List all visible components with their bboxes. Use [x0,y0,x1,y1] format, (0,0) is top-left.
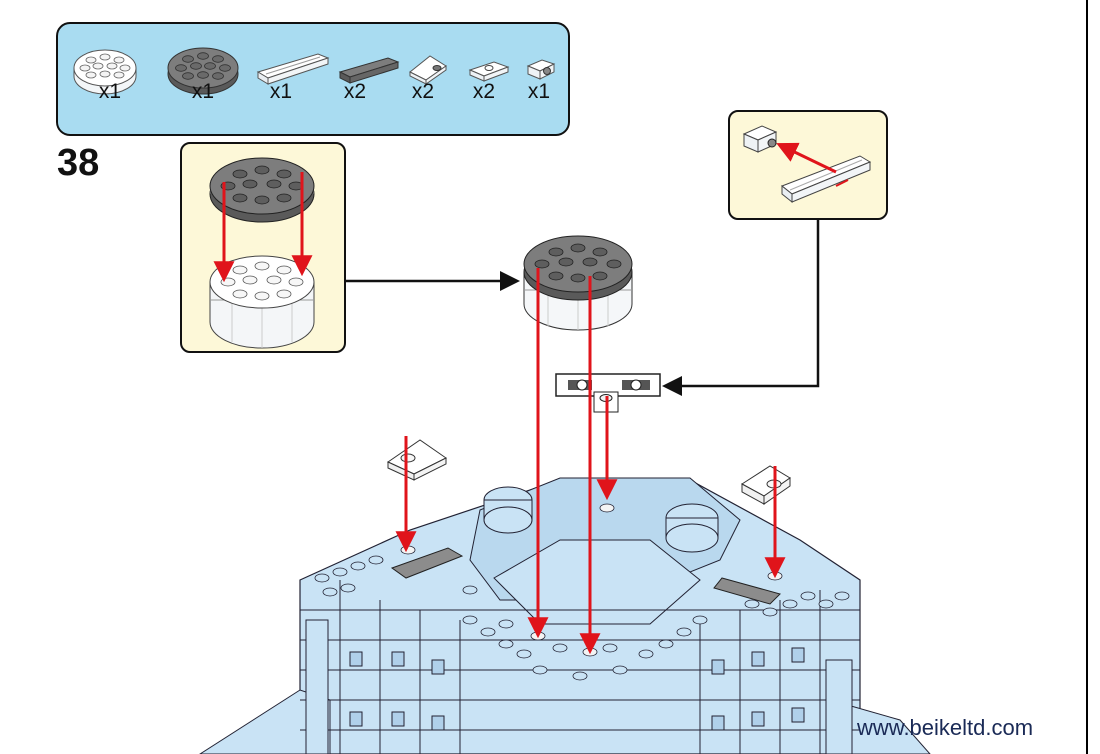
bracket-plate-icon [526,59,556,80]
bracket-and-tile-callout-art [742,125,872,204]
connector-arrows [346,220,820,396]
parts-list-panel [56,22,570,136]
slope-plate-icon [409,55,447,85]
subassembly-red-arrows [213,172,313,283]
website-url: www.beikeltd.com [857,715,1034,740]
part-2-quantity: x1 [191,80,215,103]
transparent-round-plate-4x4-icon [73,49,137,95]
slope-plate-left [386,439,447,481]
part-7-quantity: x1 [527,80,551,103]
dark-gray-tile-1x4-icon [338,57,400,84]
building-model [199,477,931,754]
tile-with-jumper-assembly [555,373,661,413]
part-3-quantity: x1 [269,80,293,103]
jumper-plate-1x2-icon [468,61,510,82]
transparent-round-plate-stack [209,255,315,349]
gray-round-plate-4x4-icon [167,47,239,95]
gray-round-plate-subassembly [209,157,315,223]
part-1-quantity: x1 [98,80,122,103]
page-border [1086,0,1088,754]
part-5-quantity: x2 [411,80,435,103]
slope-plate-right [741,465,791,505]
part-4-quantity: x2 [343,80,367,103]
step-number: 38 [57,142,100,184]
part-6-quantity: x2 [472,80,496,103]
main-red-arrows [395,268,786,655]
round-plate-stack-main [523,235,633,331]
transparent-tile-1x4-icon [256,53,330,85]
